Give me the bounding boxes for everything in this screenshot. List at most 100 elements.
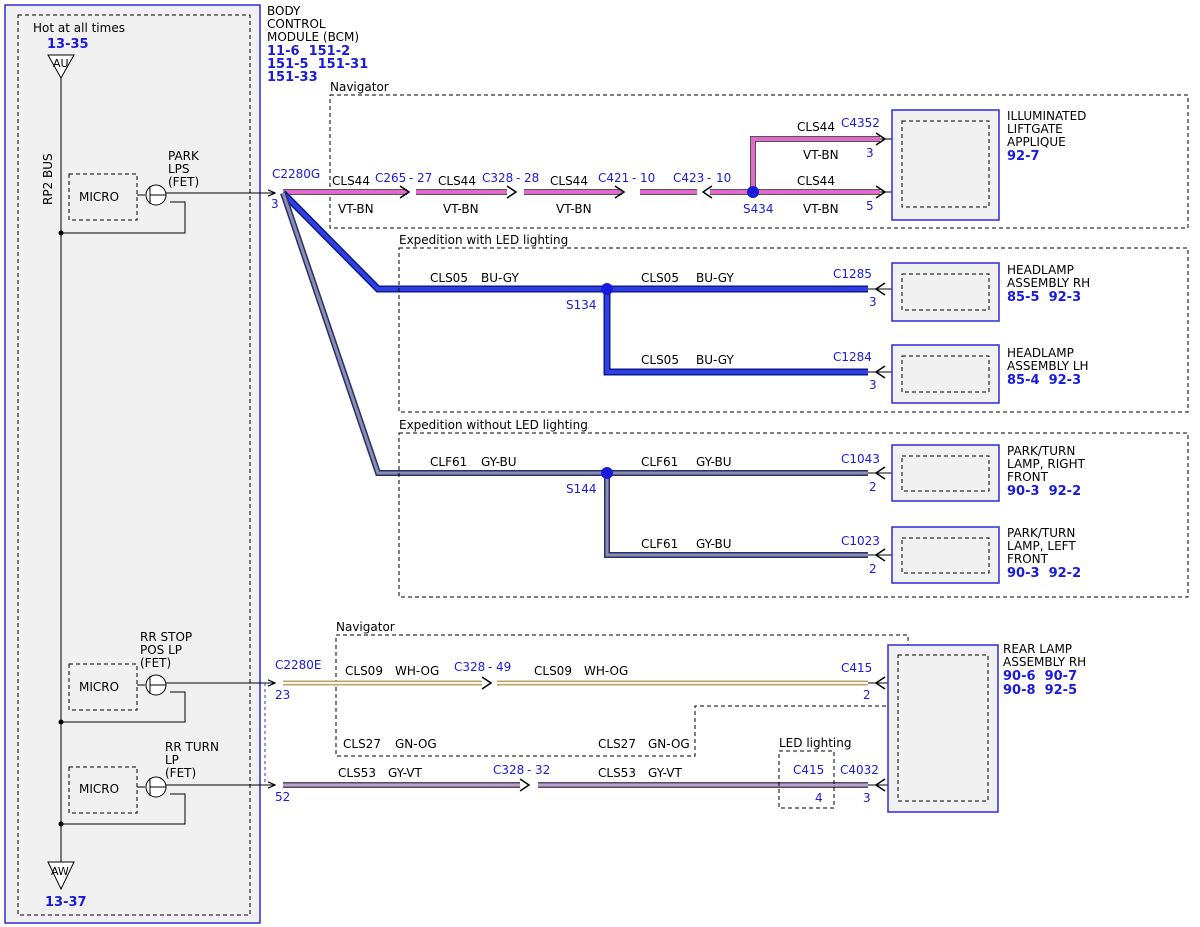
- cls09-label-2: CLS09: [534, 664, 572, 678]
- navigator-bottom-box: [335, 634, 909, 757]
- vtbn-label-3: VT-BN: [556, 202, 592, 216]
- inline-c265: C265: [375, 171, 406, 185]
- rp2-bus-label: RP2 BUS: [41, 153, 55, 205]
- pin-c1043: 2: [869, 480, 877, 494]
- applique-line1: ILLUMINATED: [1007, 109, 1086, 123]
- micro-box-3: [68, 766, 138, 814]
- bcm-inner-dashed: [17, 14, 251, 916]
- headlamp-rh-line2: ASSEMBLY RH: [1007, 276, 1090, 290]
- led-lighting-title: LED lighting: [779, 736, 851, 750]
- hot-label: Hot at all times: [33, 21, 125, 35]
- switch2-line2: POS LP: [140, 643, 182, 657]
- park-turn-right-component: [891, 444, 1000, 502]
- headlamp-rh-ref: 85-5 92-3: [1007, 290, 1081, 305]
- au-terminal-icon: [47, 54, 75, 80]
- conn-c1284: C1284: [833, 350, 872, 364]
- connector-c2280e: C2280E: [275, 658, 322, 672]
- switch3-line1: RR TURN: [165, 740, 219, 754]
- park-turn-left-line2: LAMP, LEFT: [1007, 539, 1076, 553]
- vtbn-label-5: VT-BN: [803, 202, 839, 216]
- park-turn-right-ref: 90-3 92-2: [1007, 484, 1081, 499]
- park-turn-left-ref: 90-3 92-2: [1007, 566, 1081, 581]
- headlamp-lh-line1: HEADLAMP: [1007, 346, 1074, 360]
- switch3-line2: LP: [165, 753, 179, 767]
- bcm-ref-3: 151-33: [267, 70, 318, 85]
- clf61-label-2: CLF61: [641, 455, 678, 469]
- hot-ref: 13-35: [47, 37, 89, 52]
- au-terminal-label: AU: [53, 57, 69, 70]
- splice-s134-label: S134: [566, 298, 597, 312]
- whog-label-2: WH-OG: [584, 664, 628, 678]
- switch2-line3: (FET): [140, 656, 171, 670]
- rear-lamp-component: [887, 644, 999, 813]
- headlamp-rh-line1: HEADLAMP: [1007, 263, 1074, 277]
- aw-terminal-label: AW: [51, 865, 69, 878]
- led-c415-pin: 4: [815, 791, 823, 805]
- expedition-led-title: Expedition with LED lighting: [399, 233, 568, 247]
- bugy-label-2: BU-GY: [696, 271, 734, 285]
- inline-c328-32-pin: 32: [535, 763, 550, 777]
- dest-c4032-pin: 3: [863, 791, 871, 805]
- pin-c2280e-52: 52: [275, 790, 290, 804]
- splice-s434: [747, 186, 759, 198]
- led-lighting-box: [778, 750, 835, 809]
- svg-text:-: -: [527, 763, 531, 777]
- switch3-line3: (FET): [165, 766, 196, 780]
- applique-line2: LIFTGATE: [1007, 122, 1063, 136]
- cls53-label-2: CLS53: [598, 766, 636, 780]
- headlamp-lh-ref: 85-4 92-3: [1007, 373, 1081, 388]
- inline-c328-pin: 28: [524, 171, 539, 185]
- cls53-label-1: CLS53: [338, 766, 376, 780]
- pin-c1023: 2: [869, 562, 877, 576]
- svg-text:-: -: [516, 171, 520, 185]
- gnog-label-2: GN-OG: [648, 737, 690, 751]
- dest-c4032: C4032: [840, 763, 879, 777]
- park-turn-left-component: [891, 526, 1000, 584]
- vtbn-label-4: VT-BN: [803, 148, 839, 162]
- splice-s434-label: S434: [743, 202, 774, 216]
- bcm-ref-2: 151-5 151-31: [267, 57, 368, 72]
- park-turn-right-line3: FRONT: [1007, 470, 1049, 484]
- conn-c1043: C1043: [841, 452, 880, 466]
- headlamp-rh-component: [891, 262, 1000, 322]
- dest-pin-3: 3: [866, 146, 874, 160]
- micro-box-1: [68, 173, 138, 221]
- dest-pin-5: 5: [866, 199, 874, 213]
- gybu-label-2: GY-BU: [696, 455, 732, 469]
- cls09-label-1: CLS09: [345, 664, 383, 678]
- bcm-module-outline: [4, 4, 261, 924]
- switch2-line1: RR STOP: [140, 630, 192, 644]
- expedition-noled-title: Expedition without LED lighting: [399, 418, 588, 432]
- cls44-label-5: CLS44: [797, 174, 835, 188]
- wire-cls44-main: [283, 136, 880, 195]
- gnog-label-1: GN-OG: [395, 737, 437, 751]
- svg-text:-: -: [632, 171, 636, 185]
- cls44-label-2: CLS44: [438, 174, 476, 188]
- expedition-noled-box: [398, 432, 1189, 598]
- gyvt-label-1: GY-VT: [388, 766, 422, 780]
- micro-box-2: [68, 663, 138, 711]
- expedition-led-box: [398, 247, 1189, 413]
- inline-c423-pin: 10: [716, 171, 731, 185]
- headlamp-lh-line2: ASSEMBLY LH: [1007, 359, 1089, 373]
- cls05-label-3: CLS05: [641, 353, 679, 367]
- park-turn-right-line2: LAMP, RIGHT: [1007, 457, 1086, 471]
- park-turn-left-line1: PARK/TURN: [1007, 526, 1075, 540]
- inline-c328-49-pin: 49: [496, 660, 511, 674]
- cls27-label-1: CLS27: [343, 737, 381, 751]
- micro-label-1: MICRO: [79, 190, 119, 204]
- bugy-label-1: BU-GY: [481, 271, 519, 285]
- park-turn-left-line3: FRONT: [1007, 552, 1049, 566]
- splice-s144-label: S144: [566, 482, 597, 496]
- dest-c415: C415: [841, 661, 872, 675]
- cls44-label-4: CLS44: [797, 120, 835, 134]
- micro-label-3: MICRO: [79, 782, 119, 796]
- applique-ref: 92-7: [1007, 149, 1040, 164]
- rear-lamp-ref2: 90-8 92-5: [1003, 683, 1077, 698]
- bcm-title-1: BODY: [267, 4, 301, 18]
- park-turn-right-line1: PARK/TURN: [1007, 444, 1075, 458]
- inline-c265-pin: 27: [417, 171, 432, 185]
- inline-c421-pin: 10: [640, 171, 655, 185]
- svg-text:-: -: [409, 171, 413, 185]
- svg-text:-: -: [707, 171, 711, 185]
